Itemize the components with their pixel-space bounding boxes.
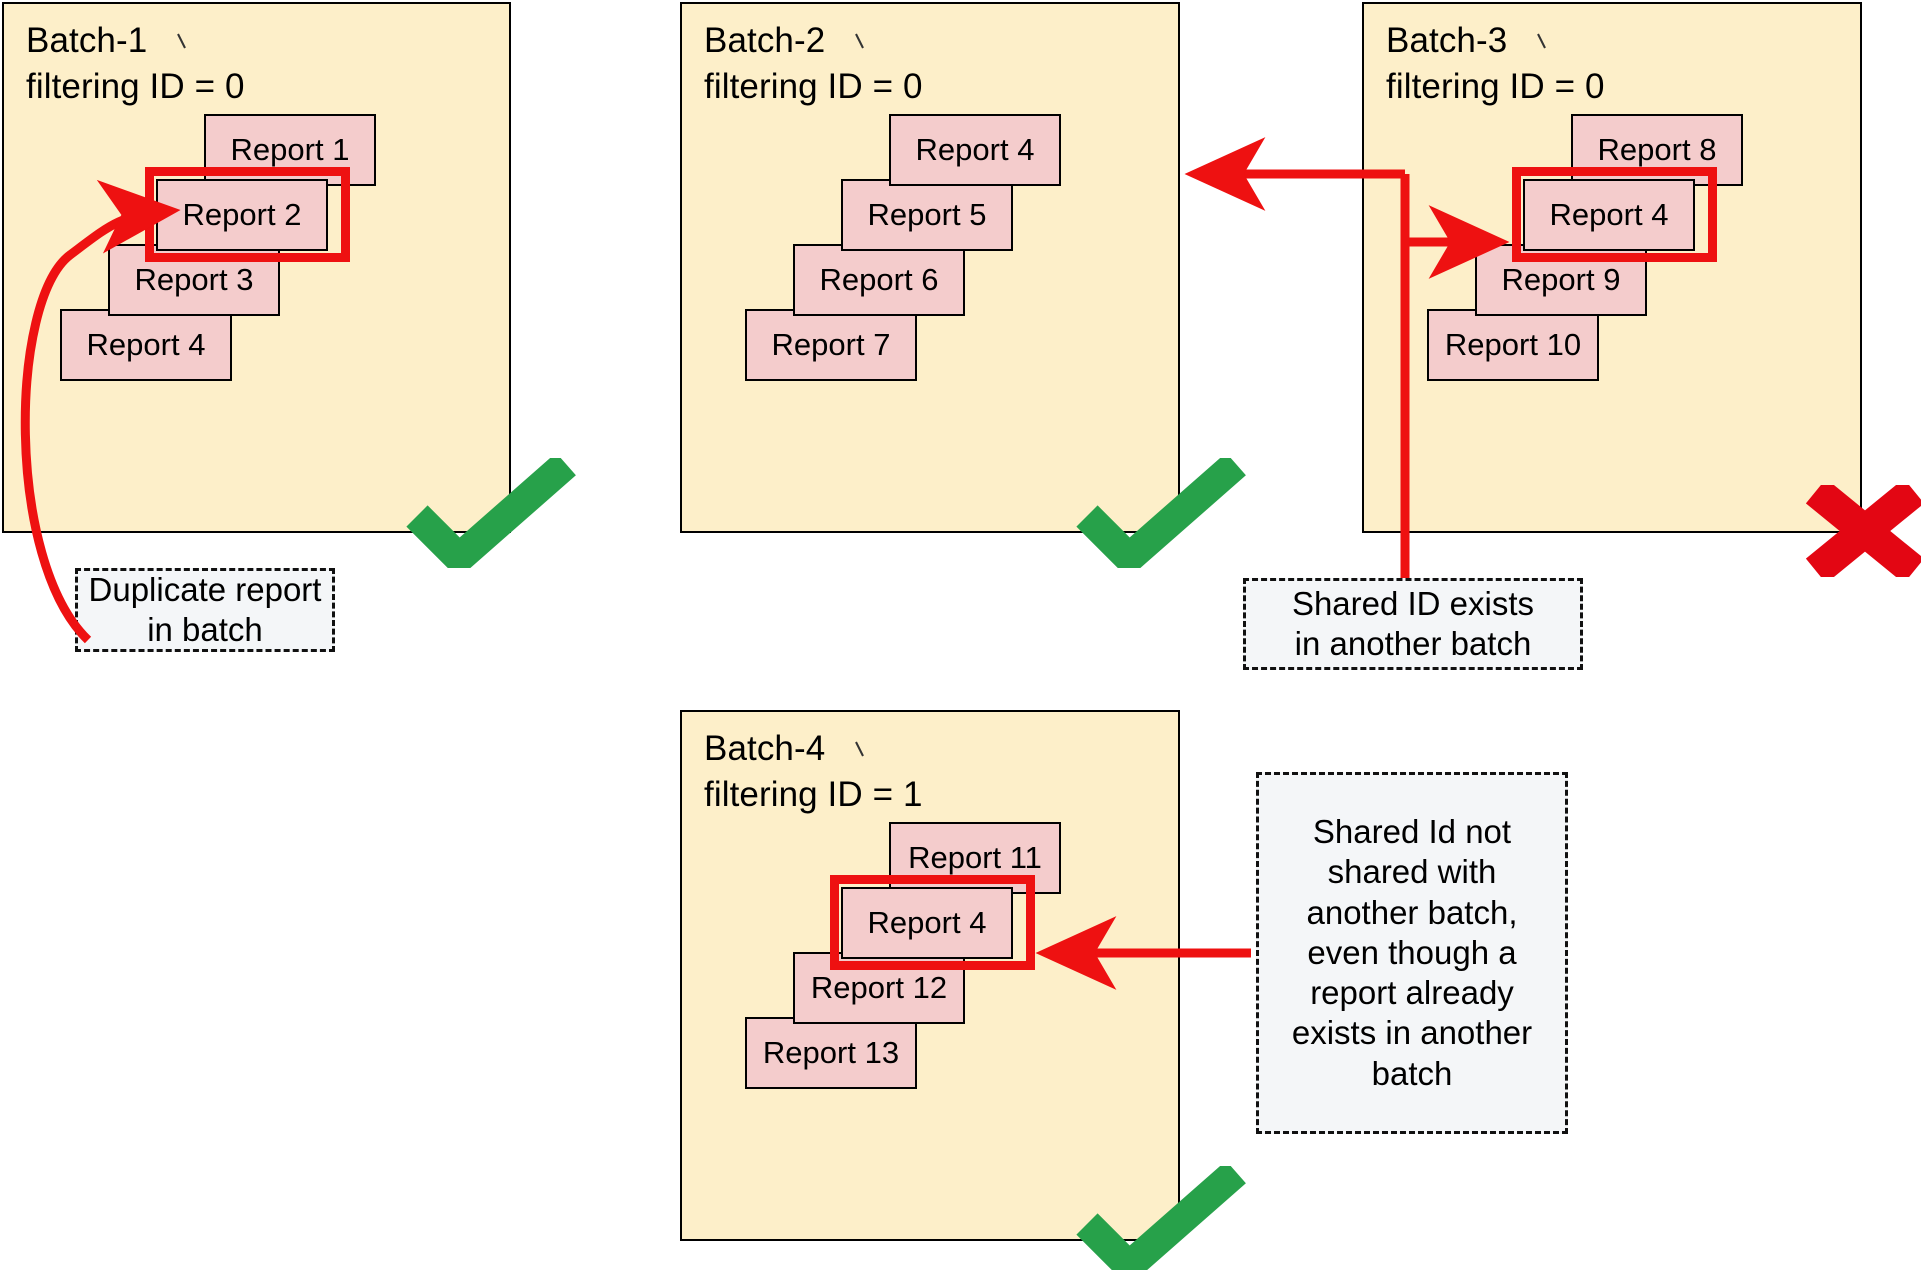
batch-title-4: Batch-4 filtering ID = 1: [704, 729, 923, 814]
batch-container-4: Batch-4 filtering ID = 1 Report 11 Repor…: [680, 710, 1180, 1241]
batch-title-2: Batch-2 filtering ID = 0: [704, 21, 923, 106]
report-label: Report 4: [915, 132, 1035, 167]
report-label: Report 6: [819, 262, 939, 297]
duplicate-highlight-box-1: [145, 167, 350, 262]
batch-title-3: Batch-3 filtering ID = 0: [1386, 21, 1605, 106]
note-text: Shared Id not shared with another batch,…: [1291, 813, 1533, 1092]
report-card[interactable]: Report 4: [1523, 179, 1695, 251]
report-label: Report 10: [1444, 327, 1582, 362]
report-label: Report 8: [1597, 132, 1717, 167]
report-card[interactable]: Report 4: [60, 309, 232, 381]
note-text: Shared ID exists in another batch: [1291, 584, 1535, 662]
report-label: Report 12: [810, 970, 948, 1005]
shared-id-highlight-box-3: [1512, 167, 1717, 262]
report-label: Report 4: [867, 905, 987, 940]
note-duplicate-report: Duplicate report in batch: [75, 568, 335, 652]
report-label: Report 11: [908, 840, 1042, 875]
report-card[interactable]: Report 4: [841, 887, 1013, 959]
report-card[interactable]: Report 4: [889, 114, 1061, 186]
report-label: Report 1: [230, 132, 350, 167]
report-label: Report 13: [762, 1035, 900, 1070]
report-label: Report 4: [86, 327, 206, 362]
report-card[interactable]: Report 6: [793, 244, 965, 316]
report-label: Report 3: [134, 262, 254, 297]
batch-container-3: Batch-3 filtering ID = 0 Report 8 Report…: [1362, 2, 1862, 533]
report-label: Report 5: [867, 197, 987, 232]
note-shared-id-not-shared: Shared Id not shared with another batch,…: [1256, 772, 1568, 1134]
batch-container-1: Batch-1 filtering ID = 0 Report 1 Report…: [2, 2, 511, 533]
batch-container-2: Batch-2 filtering ID = 0 Report 4 Report…: [680, 2, 1180, 533]
batch-title-1: Batch-1 filtering ID = 0: [26, 21, 245, 106]
note-shared-id-exists: Shared ID exists in another batch: [1243, 578, 1583, 670]
report-label: Report 9: [1501, 262, 1621, 297]
report-card[interactable]: Report 7: [745, 309, 917, 381]
report-card[interactable]: Report 5: [841, 179, 1013, 251]
report-card[interactable]: Report 10: [1427, 309, 1599, 381]
note-text: Duplicate report in batch: [88, 570, 322, 648]
shared-id-highlight-box-4: [830, 875, 1035, 970]
report-label: Report 4: [1549, 197, 1669, 232]
report-label: Report 7: [771, 327, 891, 362]
report-card[interactable]: Report 13: [745, 1017, 917, 1089]
report-label: Report 2: [182, 197, 302, 232]
